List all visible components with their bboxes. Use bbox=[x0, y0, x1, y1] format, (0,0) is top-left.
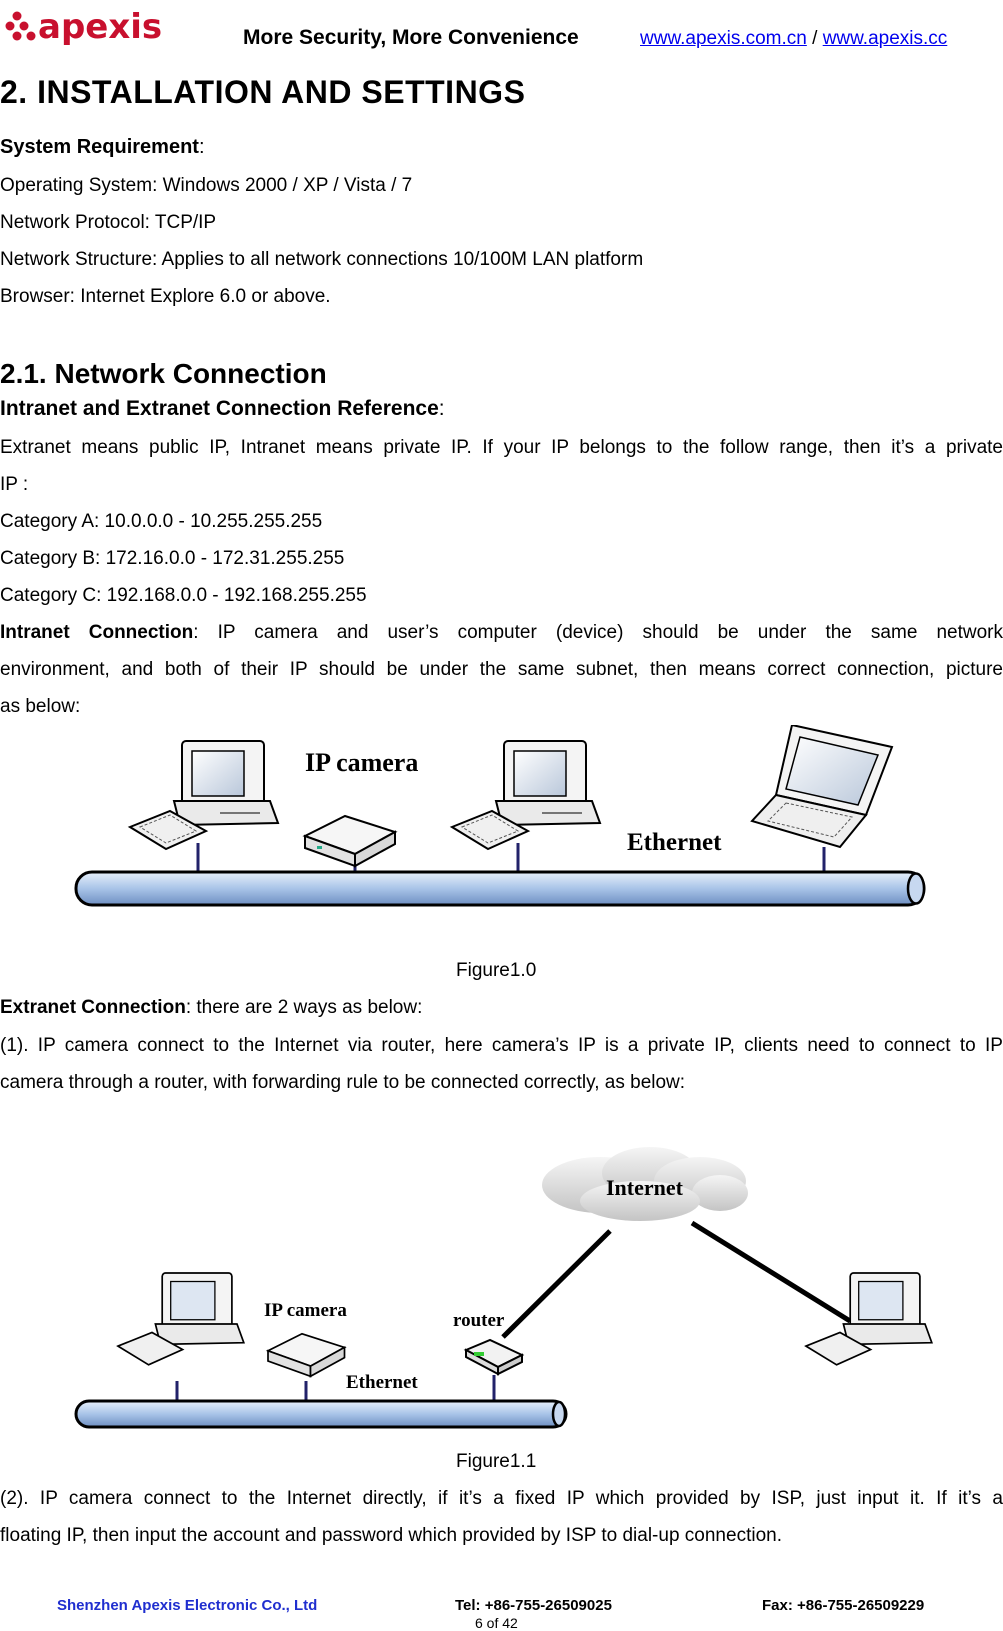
category-a: Category A: 10.0.0.0 - 10.255.255.255 bbox=[0, 511, 323, 532]
computer-icon bbox=[116, 1272, 246, 1366]
figure1-caption: Figure1.0 bbox=[456, 960, 537, 981]
fig2-internet-label: Internet bbox=[606, 1175, 684, 1200]
sysreq-protocol: Network Protocol: TCP/IP bbox=[0, 212, 217, 233]
figure-extranet-diagram: Internet IP camera router Ethernet bbox=[74, 1147, 934, 1429]
computer-icon bbox=[451, 740, 601, 850]
page-number: 6 of 42 bbox=[475, 1615, 518, 1631]
intranet-label: Intranet Connection bbox=[0, 622, 194, 643]
internet-client-link bbox=[690, 1220, 852, 1324]
link-separator: / bbox=[812, 28, 818, 49]
intranet-line2: environment, and both of their IP should… bbox=[0, 659, 1003, 680]
extranet-definition-line1: Extranet means public IP, Intranet means… bbox=[0, 437, 1003, 458]
laptop-icon bbox=[750, 725, 894, 849]
router-internet-link bbox=[501, 1229, 612, 1339]
sysreq-label: System Requirement bbox=[0, 136, 199, 158]
intranet-text: : IP camera and user’s computer (device)… bbox=[193, 622, 1003, 643]
ip-camera-icon bbox=[265, 1332, 347, 1378]
footer-company: Shenzhen Apexis Electronic Co., Ltd bbox=[57, 1597, 318, 1614]
way1-line2: camera through a router, with forwarding… bbox=[0, 1072, 686, 1093]
ref-colon: : bbox=[438, 397, 445, 420]
header-links: www.apexis.com.cn / www.apexis.cc bbox=[640, 28, 947, 50]
header-slogan: More Security, More Convenience bbox=[243, 26, 579, 49]
fig1-ethernet-label: Ethernet bbox=[627, 829, 722, 856]
way2-line2: floating IP, then input the account and … bbox=[0, 1525, 782, 1546]
extranet-text: : there are 2 ways as below: bbox=[185, 997, 423, 1018]
apexis-logo: apexis bbox=[5, 7, 162, 46]
extranet-label: Extranet Connection bbox=[0, 997, 186, 1018]
svg-text:apexis: apexis bbox=[38, 7, 162, 46]
subsection-title: 2.1. Network Connection bbox=[0, 358, 327, 389]
internet-cloud-icon bbox=[542, 1147, 748, 1221]
sysreq-structure: Network Structure: Applies to all networ… bbox=[0, 249, 644, 270]
way2-line1: (2). IP camera connect to the Internet d… bbox=[0, 1488, 1003, 1509]
figure2-caption: Figure1.1 bbox=[456, 1451, 537, 1472]
ethernet-pipe bbox=[74, 1399, 568, 1429]
link-apexis-cc[interactable]: www.apexis.cc bbox=[822, 28, 948, 49]
computer-icon bbox=[129, 740, 279, 850]
intranet-line3: as below: bbox=[0, 696, 81, 717]
footer-fax: Fax: +86-755-26509229 bbox=[762, 1597, 925, 1614]
page-header: apexis More Security, More Convenience w… bbox=[0, 0, 1003, 70]
sysreq-browser: Browser: Internet Explore 6.0 or above. bbox=[0, 286, 331, 307]
fig1-ipcam-label: IP camera bbox=[305, 748, 418, 777]
ethernet-pipe bbox=[74, 870, 926, 907]
category-b: Category B: 172.16.0.0 - 172.31.255.255 bbox=[0, 548, 345, 569]
sysreq-os: Operating System: Windows 2000 / XP / Vi… bbox=[0, 175, 413, 196]
intranet-line1: Intranet Connection: IP camera and user’… bbox=[0, 622, 1003, 644]
fig2-ipcam-label: IP camera bbox=[264, 1300, 347, 1321]
extranet-definition-line2: IP : bbox=[0, 474, 29, 495]
figure-intranet-diagram: IP camera Ethernet bbox=[74, 725, 926, 907]
fig2-ethernet-label: Ethernet bbox=[346, 1372, 418, 1393]
section-title: 2. INSTALLATION AND SETTINGS bbox=[0, 74, 526, 110]
extranet-heading: Extranet Connection: there are 2 ways as… bbox=[0, 997, 422, 1019]
fig2-router-label: router bbox=[453, 1310, 505, 1331]
footer-tel: Tel: +86-755-26509025 bbox=[455, 1597, 612, 1614]
way1-line1: (1). IP camera connect to the Internet v… bbox=[0, 1035, 1003, 1056]
ref-label: Intranet and Extranet Connection Referen… bbox=[0, 397, 439, 420]
router-icon bbox=[463, 1338, 525, 1376]
link-apexis-com-cn[interactable]: www.apexis.com.cn bbox=[640, 28, 807, 49]
category-c: Category C: 192.168.0.0 - 192.168.255.25… bbox=[0, 585, 367, 606]
ref-heading: Intranet and Extranet Connection Referen… bbox=[0, 397, 445, 421]
sysreq-heading: System Requirement: bbox=[0, 136, 205, 159]
sysreq-colon: : bbox=[198, 136, 205, 158]
ip-camera-icon bbox=[304, 815, 396, 867]
computer-icon bbox=[804, 1272, 934, 1366]
